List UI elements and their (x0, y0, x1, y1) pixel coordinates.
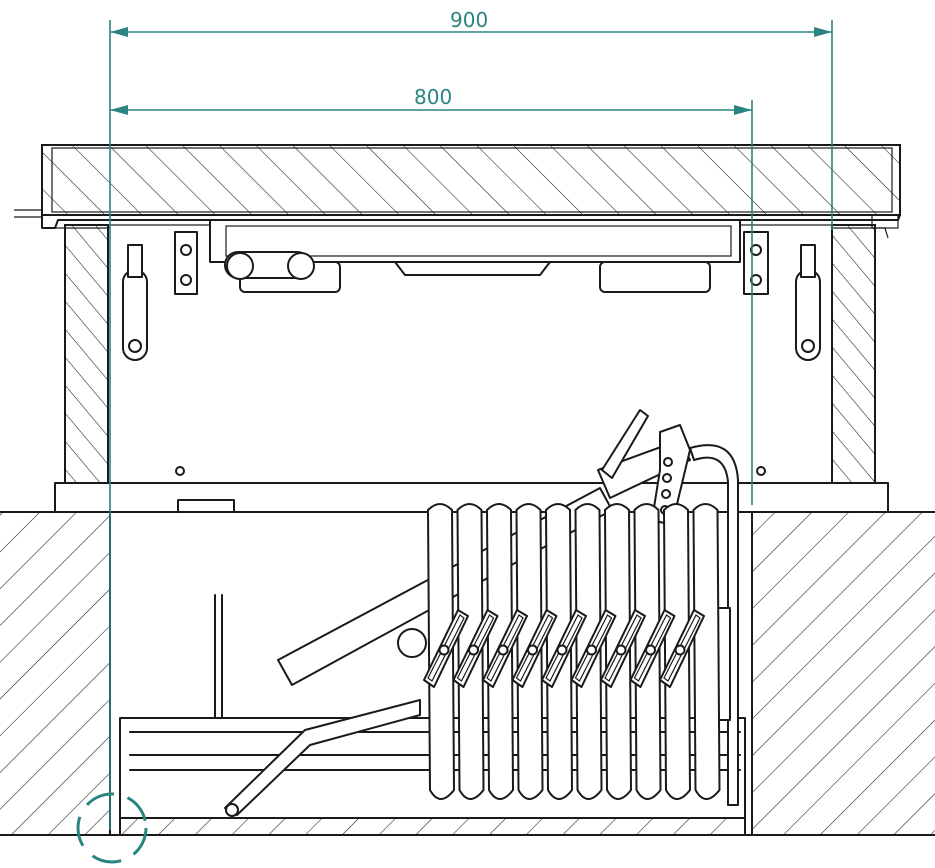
outer-width-dimension-label: 900 (450, 8, 488, 32)
ladder-pivot-hole (645, 644, 656, 656)
hatch-cover (14, 144, 901, 239)
ladder-pivot-hole (556, 644, 568, 656)
ceiling-right-section (752, 512, 935, 835)
ladder-pivot-hole (438, 644, 450, 656)
ladder-sections (423, 503, 721, 800)
ladder-stile (692, 503, 721, 800)
ladder-pivot-hole (468, 644, 479, 656)
folded-ladder (119, 409, 746, 836)
ladder-pivot-hole (527, 644, 538, 656)
ladder-tread-inner (427, 614, 465, 682)
ladder-tread-inner (486, 614, 524, 682)
ladder-tread-inner (515, 614, 554, 682)
dimensions: 900 800 (76, 8, 833, 864)
frame-jamb-right (831, 224, 876, 484)
hinge-mechanism (122, 219, 821, 361)
ladder-pivot-hole (615, 644, 627, 656)
ladder-pivot-hole (674, 644, 686, 656)
ceiling-left-section (0, 512, 110, 835)
ladder-pivot-hole (586, 644, 597, 656)
ladder-pivot-hole (497, 644, 509, 656)
ladder-tread-inner (633, 614, 672, 682)
inner-width-dimension-label: 800 (414, 85, 452, 109)
ladder-tread-inner (663, 614, 701, 682)
ladder-tread-inner (456, 614, 495, 682)
detail-callout-circle (76, 792, 148, 864)
frame-jamb-left (64, 224, 109, 484)
ladder-tread-inner (545, 614, 583, 682)
ladder-tread-inner (604, 614, 642, 682)
ladder-tread-inner (574, 614, 613, 682)
